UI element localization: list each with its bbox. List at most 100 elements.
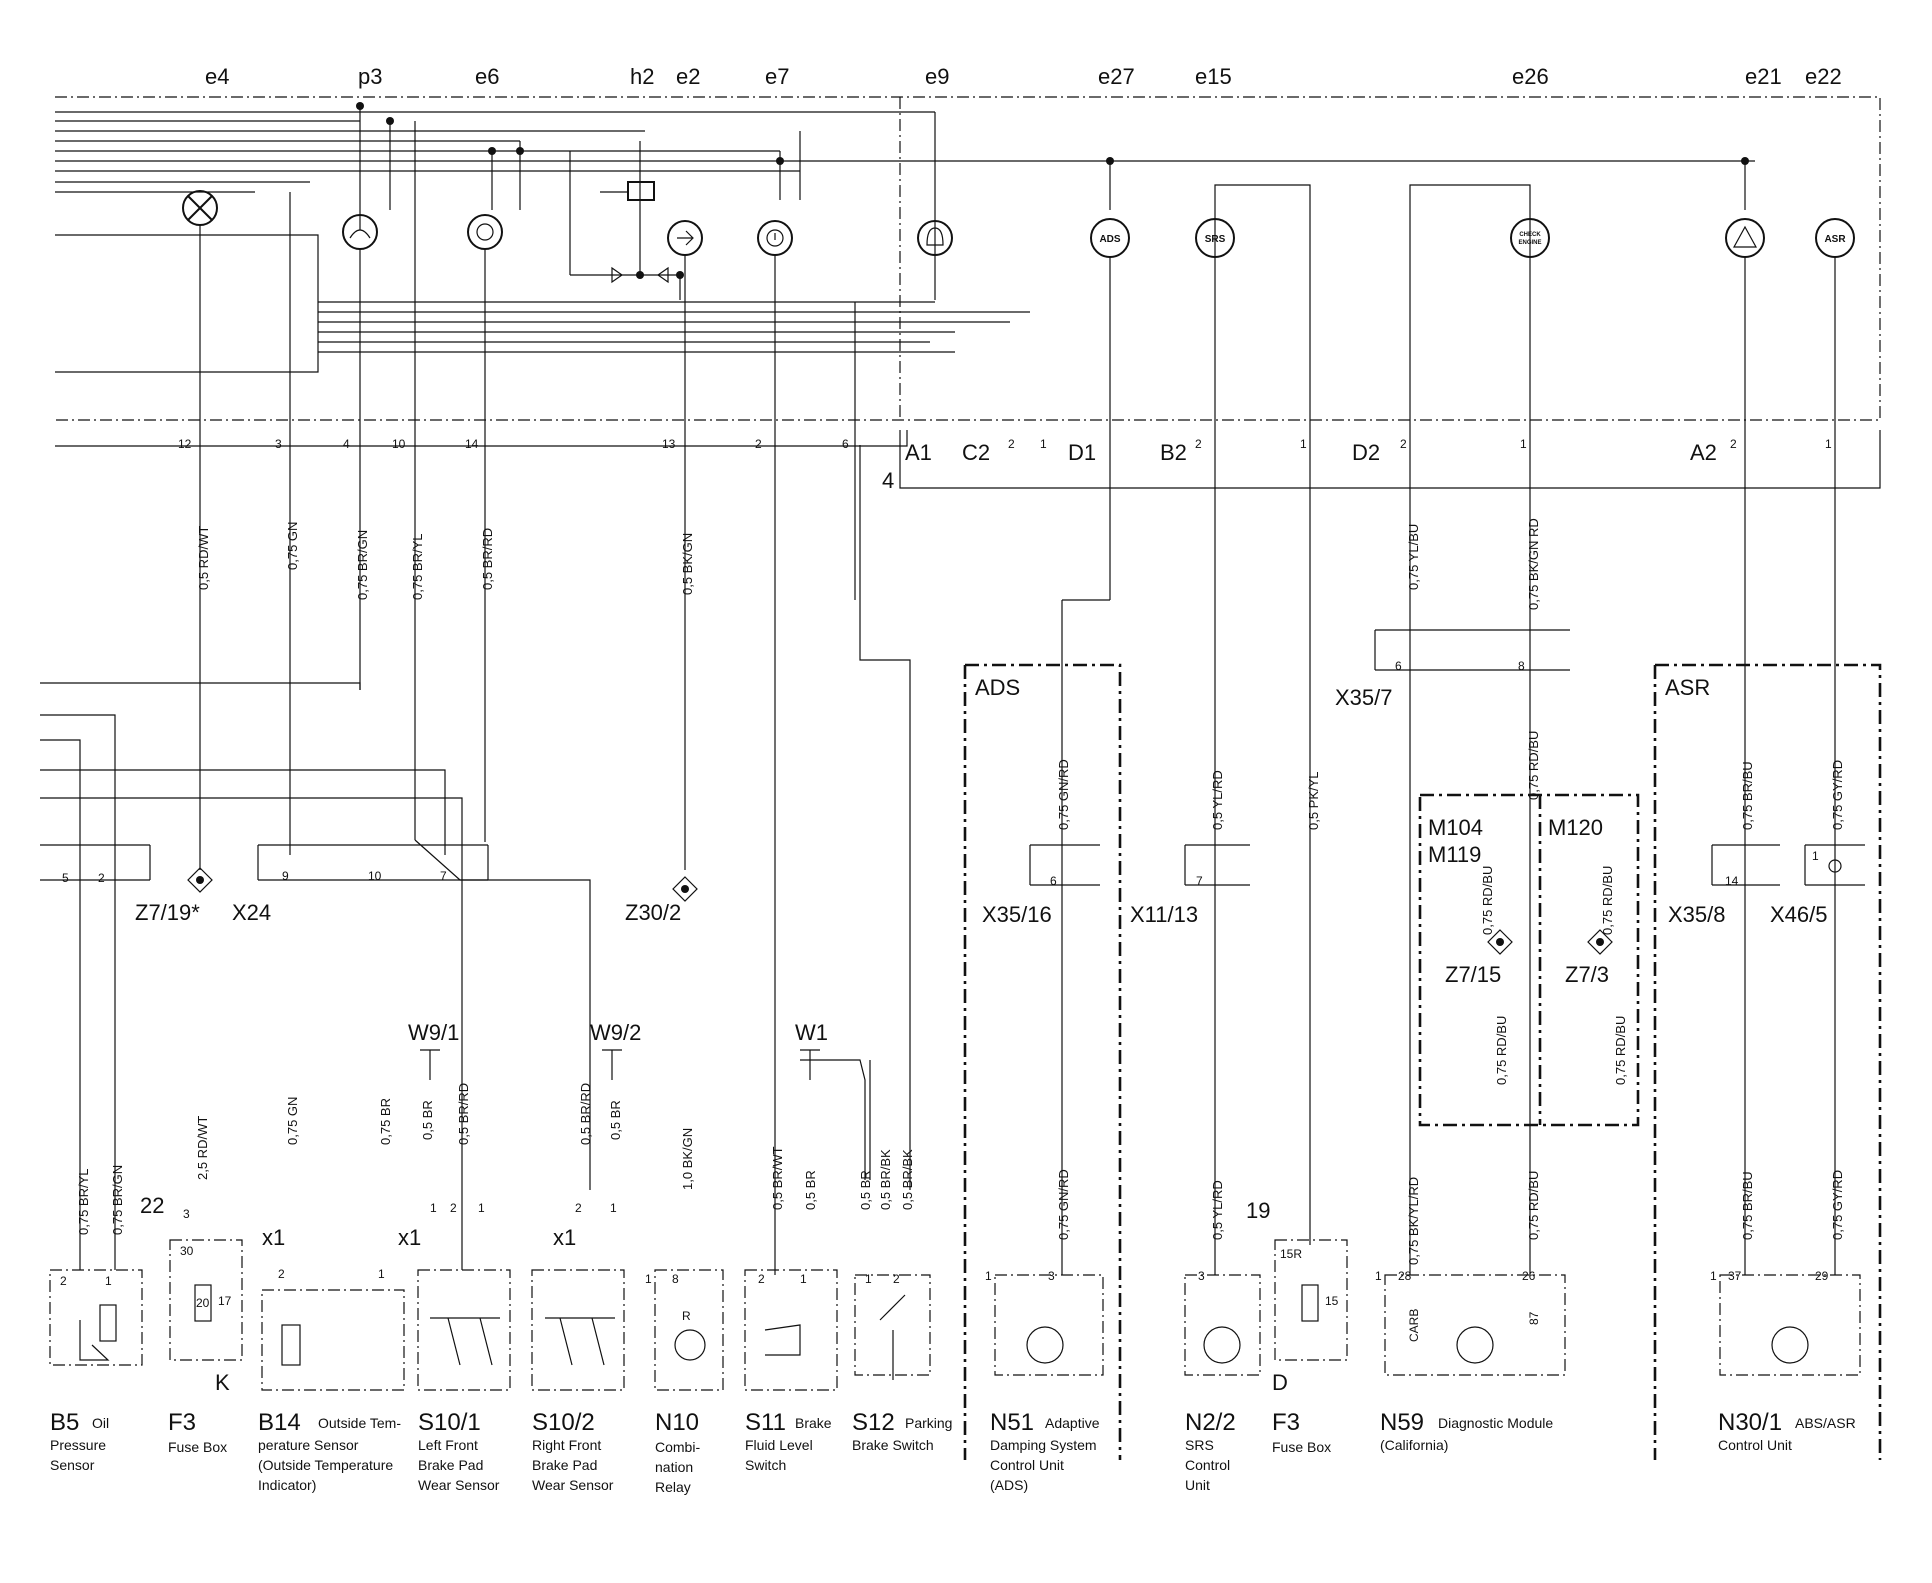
schematic-label: 0,75 GN/RD <box>1056 759 1071 830</box>
cluster-connector-pins: 12 3 4 10 14 13 2 6 2 1 2 1 2 1 2 1 A1 C… <box>178 437 1832 493</box>
indicator-label-e7: e7 <box>765 64 789 89</box>
schematic-label: SRS <box>1185 1437 1214 1453</box>
schematic-label: 0,75 RD/BU <box>1526 731 1541 800</box>
schematic-label: 2 <box>758 1272 765 1286</box>
schematic-label: 17 <box>218 1294 232 1308</box>
ads-lamp-icon: ADS <box>1090 218 1130 258</box>
schematic-label: Switch <box>745 1457 786 1473</box>
schematic-label: ADS <box>1099 234 1120 245</box>
schematic-label: 2 <box>1400 437 1407 451</box>
indicator-label-e15: e15 <box>1195 64 1232 89</box>
schematic-label: 0,75 BR/YL <box>410 534 425 601</box>
indicator-label-h2: h2 <box>630 64 654 89</box>
schematic-label: 0,5 BR/BK <box>900 1149 915 1210</box>
schematic-label: Relay <box>655 1479 691 1495</box>
splice-z7-19 <box>187 867 213 893</box>
schematic-label: 3 <box>1198 1269 1205 1283</box>
schematic-label: 1 <box>985 1269 992 1283</box>
schematic-label: Control <box>1185 1457 1230 1473</box>
schematic-label: 1 <box>1520 437 1527 451</box>
schematic-label: N51 <box>990 1409 1034 1436</box>
schematic-label: 2 <box>1730 437 1737 451</box>
schematic-label: 30 <box>180 1244 194 1258</box>
schematic-label: Z7/15 <box>1445 962 1501 987</box>
schematic-label: Wear Sensor <box>532 1477 614 1493</box>
wire-runs <box>40 121 1836 1275</box>
schematic-label: 26 <box>1522 1269 1536 1283</box>
schematic-label: X11/13 <box>1130 902 1198 927</box>
schematic-label: Oil <box>92 1415 109 1431</box>
component-f3-fuse-box: F3 Fuse Box <box>1272 1409 1331 1455</box>
schematic-label: Wear Sensor <box>418 1477 500 1493</box>
schematic-label: 6 <box>1050 874 1057 888</box>
schematic-label: M120 <box>1548 815 1603 840</box>
schematic-label: 2 <box>893 1272 900 1286</box>
indicator-label-p3: p3 <box>358 64 382 89</box>
schematic-label: ABS/ASR <box>1795 1415 1856 1431</box>
lamp-icon <box>182 190 218 226</box>
schematic-label: W9/2 <box>590 1020 641 1045</box>
schematic-label: 1 <box>1825 437 1832 451</box>
indicator-label-e2: e2 <box>676 64 700 89</box>
asr-lamp-icon: ASR <box>1815 218 1855 258</box>
schematic-label: x1 <box>398 1225 421 1250</box>
brake-pad-icon <box>467 214 503 250</box>
schematic-label: CARB <box>1407 1309 1421 1342</box>
schematic-label: 0,5 BR/RD <box>578 1083 593 1145</box>
schematic-label: 2 <box>450 1201 457 1215</box>
component-n10: N10 Combi- nation Relay <box>655 1409 700 1495</box>
schematic-label: 1 <box>478 1201 485 1215</box>
inline-connectors: 5 2 Z7/19* 9 10 7 X24 Z30/2 6 X35/16 7 X… <box>40 629 1865 1395</box>
schematic-label: 22 <box>140 1193 164 1218</box>
schematic-label: Unit <box>1185 1477 1210 1493</box>
schematic-label: 1 <box>1300 437 1307 451</box>
schematic-label: 0,5 PK/YL <box>1306 771 1321 830</box>
schematic-label: N30/1 <box>1718 1409 1782 1436</box>
component-b14: B14 Outside Tem- perature Sensor (Outsid… <box>258 1409 401 1493</box>
schematic-label: Damping System <box>990 1437 1097 1453</box>
indicator-lamps: ADS SRS CHECK ENGINE ASR <box>182 181 1855 258</box>
schematic-label: 0,5 BR/WT <box>770 1146 785 1210</box>
indicator-labels: e4 p3 e6 h2 e2 e7 e9 e27 e15 e26 e21 e22 <box>205 64 1842 89</box>
schematic-label: 6 <box>1395 659 1402 673</box>
schematic-label: 0,75 RD/BU <box>1494 1016 1509 1085</box>
schematic-label: 0,5 BR <box>420 1100 435 1140</box>
schematic-label: Parking <box>905 1415 952 1431</box>
splice-z30-2 <box>672 876 698 902</box>
schematic-label: 20 <box>196 1296 210 1310</box>
schematic-label: 1 <box>1710 1269 1717 1283</box>
component-s12: S12 Parking Brake Switch <box>852 1409 952 1453</box>
schematic-label: 0,75 RD/BU <box>1480 866 1495 935</box>
schematic-label: 0,75 GY/RD <box>1830 1170 1845 1240</box>
schematic-label: 1 <box>645 1272 652 1286</box>
schematic-label: 0,75 BR/GN <box>110 1165 125 1235</box>
schematic-label: Z7/3 <box>1565 962 1609 987</box>
schematic-label: 2 <box>98 871 105 885</box>
schematic-label: Sensor <box>50 1457 95 1473</box>
schematic-label: M104 <box>1428 815 1483 840</box>
schematic-label: 1 <box>1812 849 1819 863</box>
schematic-label: 0,75 YL/BU <box>1406 524 1421 590</box>
schematic-label: SRS <box>1205 234 1226 245</box>
schematic-label: 3 <box>183 1207 190 1221</box>
schematic-label: S10/2 <box>532 1409 595 1436</box>
splice-z7-15 <box>1487 929 1513 955</box>
schematic-label: 7 <box>440 869 447 883</box>
schematic-label: 10 <box>392 437 406 451</box>
component-s10-2: S10/2 Right Front Brake Pad Wear Sensor <box>532 1409 614 1493</box>
schematic-label: S12 <box>852 1409 895 1436</box>
wire-labels: 0,5 RD/WT 0,75 GN 0,75 BR/GN 0,75 BR/YL … <box>76 518 1845 1265</box>
schematic-label: ADS <box>975 675 1020 700</box>
schematic-label: 0,5 YL/RD <box>1210 770 1225 830</box>
component-s11: S11 Brake Fluid Level Switch <box>745 1409 832 1473</box>
schematic-label: 0,75 GN <box>285 1097 300 1145</box>
schematic-label: 29 <box>1815 1269 1829 1283</box>
indicator-label-e22: e22 <box>1805 64 1842 89</box>
schematic-label: 1,0 BK/GN <box>680 1128 695 1190</box>
schematic-label: 0,5 BK/GN <box>680 533 695 595</box>
schematic-label: 0,75 GN <box>285 522 300 570</box>
instrument-cluster-boundary <box>55 96 1881 489</box>
schematic-label: ASR <box>1665 675 1710 700</box>
schematic-label: 2 <box>1008 437 1015 451</box>
